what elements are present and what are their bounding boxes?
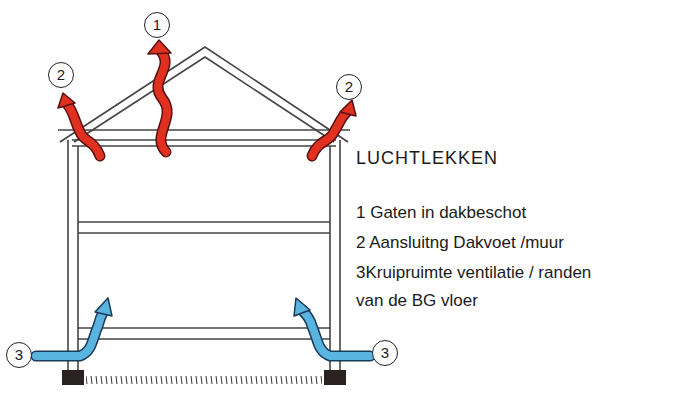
callout-number: 1 — [144, 12, 170, 38]
callout-number: 3 — [6, 342, 32, 368]
callout-number: 3 — [372, 340, 398, 366]
legend-note: 2 Aansluitng Dakvoet /muur — [356, 229, 596, 257]
legend-note: 1 Gaten in dakbeschot — [356, 199, 596, 227]
diagram-title: LUCHTLEKKEN — [356, 148, 498, 169]
callout-number: 2 — [336, 74, 362, 100]
callout-number: 2 — [48, 62, 74, 88]
legend-note: 3Kruipruimte ventilatie / randen van de … — [356, 259, 596, 315]
